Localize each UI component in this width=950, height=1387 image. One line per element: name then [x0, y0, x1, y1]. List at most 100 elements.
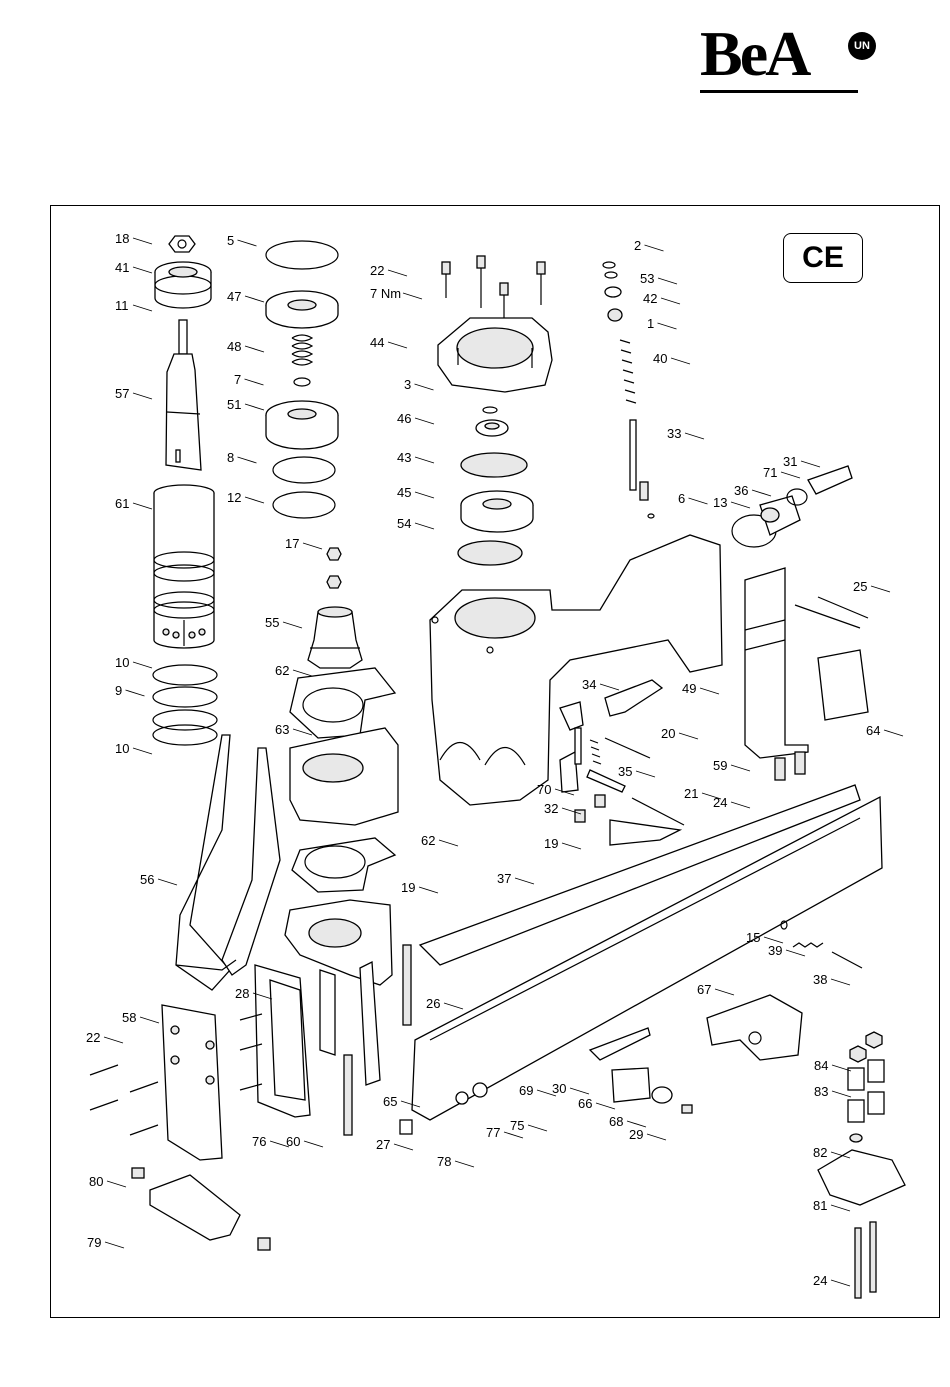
callout-label: 48	[227, 339, 241, 354]
callout-label: 43	[397, 450, 411, 465]
callout-label: 40	[653, 351, 667, 366]
leader-line	[388, 342, 407, 348]
leader-line	[403, 293, 422, 299]
callout-label: 24	[813, 1273, 827, 1288]
part-piston-driver	[166, 320, 201, 470]
leader-line	[596, 1103, 615, 1109]
leader-line	[133, 305, 152, 311]
callout-label: 44	[370, 335, 384, 350]
callout-label: 26	[426, 996, 440, 1011]
callout-label: 76	[252, 1134, 266, 1149]
leader-line	[133, 238, 152, 244]
leader-line	[645, 245, 664, 251]
callout-label: 33	[667, 426, 681, 441]
callout-label: 59	[713, 758, 727, 773]
part-valve-rings-top	[266, 241, 338, 386]
leader-line	[238, 240, 257, 246]
leader-line	[562, 843, 581, 849]
part-trigger-assembly	[560, 680, 684, 825]
leader-line	[658, 323, 677, 329]
callout-label: 45	[397, 485, 411, 500]
callout-label: 69	[519, 1083, 533, 1098]
leader-line	[731, 502, 750, 508]
callout-label: 38	[813, 972, 827, 987]
callout-label: 6	[678, 491, 685, 506]
callout-label: 78	[437, 1154, 451, 1169]
callout-label: 25	[853, 579, 867, 594]
callout-label: 84	[814, 1058, 828, 1073]
leader-line	[831, 1280, 850, 1286]
callout-label: 61	[115, 496, 129, 511]
callout-label: 62	[275, 663, 289, 678]
leader-line	[415, 384, 434, 390]
callout-label: 63	[275, 722, 289, 737]
leader-line	[689, 498, 708, 504]
callout-label: 21	[684, 786, 698, 801]
leader-line	[105, 1242, 124, 1248]
leader-line	[884, 730, 903, 736]
leader-line	[700, 688, 719, 694]
callout-label: 82	[813, 1145, 827, 1160]
part-cap-nut	[169, 236, 195, 252]
part-cylinder-sleeve	[154, 485, 214, 648]
leader-line	[140, 1017, 159, 1023]
part-diaphragm-stack	[458, 407, 533, 565]
leader-line	[293, 670, 312, 676]
callout-label: 53	[640, 271, 654, 286]
callout-label: 51	[227, 397, 241, 412]
leader-line	[786, 950, 805, 956]
callout-label: 13	[713, 495, 727, 510]
callout-label: 77	[486, 1125, 500, 1140]
callout-label: 75	[510, 1118, 524, 1133]
callout-label: 55	[265, 615, 279, 630]
callout-label: 57	[115, 386, 129, 401]
leader-line	[752, 490, 771, 496]
leader-line	[731, 802, 750, 808]
callout-label: 36	[734, 483, 748, 498]
leader-line	[245, 346, 264, 352]
callout-label: 46	[397, 411, 411, 426]
leader-line	[133, 267, 152, 273]
callout-label: 2	[634, 238, 641, 253]
leader-line	[283, 622, 302, 628]
leader-line	[515, 878, 534, 884]
leader-line	[415, 523, 434, 529]
part-contact-foot	[132, 1168, 270, 1250]
callout-label: 39	[768, 943, 782, 958]
leader-line	[801, 461, 820, 467]
callout-label: 19	[401, 880, 415, 895]
callout-label: 54	[397, 516, 411, 531]
callout-label: 83	[814, 1084, 828, 1099]
leader-line	[679, 733, 698, 739]
callout-label: 80	[89, 1174, 103, 1189]
leader-line	[104, 1037, 123, 1043]
leader-line	[647, 1134, 666, 1140]
leader-line	[658, 278, 677, 284]
callout-label: 68	[609, 1114, 623, 1129]
leader-line	[636, 771, 655, 777]
leader-line	[245, 296, 264, 302]
leader-line	[245, 379, 264, 385]
callout-label: 12	[227, 490, 241, 505]
part-cover-screws	[442, 256, 545, 320]
leader-line	[245, 404, 264, 410]
callout-label: 7 Nm	[370, 286, 401, 301]
callout-label: 1	[647, 316, 654, 331]
leader-line	[444, 1003, 463, 1009]
leader-line	[388, 270, 407, 276]
leader-line	[781, 472, 800, 478]
leader-line	[415, 457, 434, 463]
callout-label: 22	[370, 263, 384, 278]
callout-label: 9	[115, 683, 122, 698]
callout-label: 58	[122, 1010, 136, 1025]
part-spacer-stack	[818, 1032, 905, 1298]
callout-label: 31	[783, 454, 797, 469]
leader-line	[685, 433, 704, 439]
leader-line	[528, 1125, 547, 1131]
leader-line	[133, 748, 152, 754]
leader-line	[238, 457, 257, 463]
part-screws-17	[327, 548, 341, 588]
callout-label: 47	[227, 289, 241, 304]
callout-label: 30	[552, 1081, 566, 1096]
leader-line	[671, 358, 690, 364]
